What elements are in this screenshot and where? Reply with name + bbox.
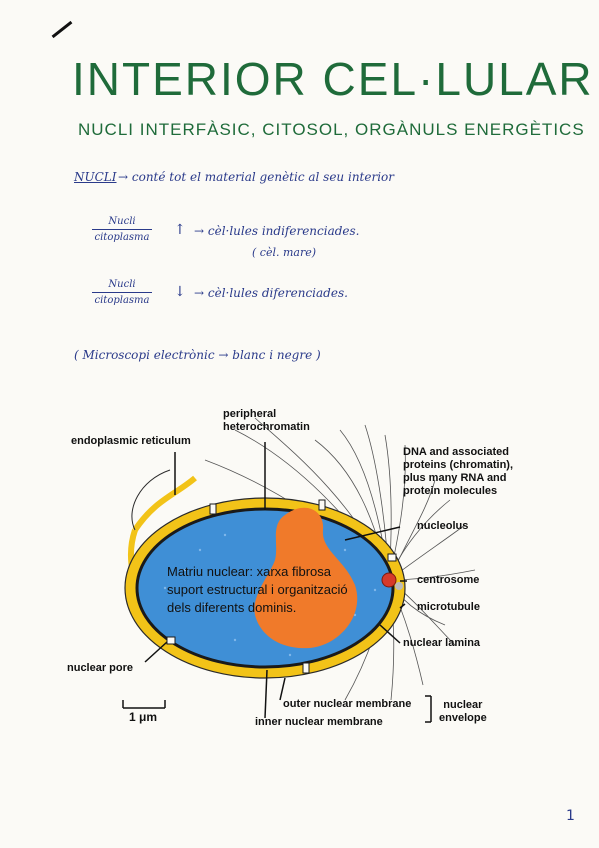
label-nucleolus: nucleolus	[417, 520, 469, 532]
overlay-line3: dels diferents dominis.	[167, 600, 297, 615]
ratio-high-arrow: ↑	[174, 222, 186, 238]
pen-mark	[51, 20, 73, 39]
page-subtitle: NUCLI INTERFÀSIC, CITOSOL, ORGÀNULS ENER…	[78, 120, 585, 139]
ratio-low-numerator: Nucli	[108, 279, 136, 290]
centrosome-shape	[381, 572, 397, 588]
label-outer-membrane: outer nuclear membrane	[283, 698, 412, 710]
ratio-low-arrow: ↓	[174, 284, 186, 300]
nucli-definition: → conté tot el material genètic al seu i…	[118, 170, 394, 184]
nuclear-matrix-note: Matriu nuclear: xarxa fibrosa suport est…	[167, 563, 348, 617]
label-microtubule: microtubule	[417, 601, 480, 613]
centrosome-halo	[395, 582, 403, 590]
chromatin-dots	[163, 533, 377, 657]
label-endoplasmic-reticulum: endoplasmic reticulum	[71, 435, 191, 447]
label-inner-membrane: inner nuclear membrane	[255, 716, 383, 728]
label-envelope-line1: nuclear	[443, 699, 483, 711]
ratio-high-fraction: Nucli citoplasma	[92, 216, 152, 243]
label-nuclear-lamina: nuclear lamina	[403, 637, 481, 649]
ratio-high-result: → cèl·lules indiferenciades.	[194, 224, 360, 238]
scale-bar	[122, 700, 166, 709]
label-nuclear-pore: nuclear pore	[67, 662, 134, 674]
ratio-high-denominator: citoplasma	[94, 232, 150, 243]
nucleolus-shape	[254, 507, 358, 649]
page-title: INTERIOR CEL·LULAR	[72, 53, 594, 105]
microscope-note: ( Microscopi electrònic → blanc i negre …	[74, 348, 321, 362]
label-peripheral-heterochromatin: peripheral heterochromatin	[223, 408, 310, 434]
nuclear-pores	[166, 499, 397, 674]
nucli-term: NUCLI	[74, 170, 117, 184]
label-nuclear-envelope: nuclear envelope	[439, 699, 487, 725]
page-number: 1	[566, 808, 575, 824]
label-dna-line3: plus many RNA and	[403, 472, 507, 484]
ratio-high-note: ( cèl. mare)	[252, 246, 317, 259]
label-peripheral-line2: heterochromatin	[223, 421, 310, 433]
ratio-low-denominator: citoplasma	[94, 295, 150, 306]
label-dna-line1: DNA and associated	[403, 446, 509, 458]
label-dna-line2: proteins (chromatin),	[403, 459, 514, 471]
label-centrosome: centrosome	[417, 574, 480, 586]
label-scale: 1 μm	[129, 710, 158, 724]
label-envelope-line2: envelope	[439, 712, 487, 724]
ratio-high-numerator: Nucli	[108, 216, 136, 227]
er-segment	[132, 475, 197, 532]
label-dna-line4: protein molecules	[403, 485, 498, 497]
leader-lines	[144, 442, 432, 723]
ratio-low-result: → cèl·lules diferenciades.	[194, 286, 348, 300]
nucleus-diagram: endoplasmic reticulum peripheral heteroc…	[55, 400, 565, 745]
nucleus-illustration	[122, 417, 476, 723]
ratio-low-fraction: Nucli citoplasma	[92, 279, 152, 306]
label-dna-chromatin: DNA and associated proteins (chromatin),…	[403, 446, 513, 498]
label-peripheral-line1: peripheral	[223, 408, 277, 420]
er-outline	[131, 469, 171, 531]
overlay-line2: suport estructural i organització	[167, 582, 348, 597]
overlay-line1: Matriu nuclear: xarxa fibrosa	[167, 564, 332, 579]
